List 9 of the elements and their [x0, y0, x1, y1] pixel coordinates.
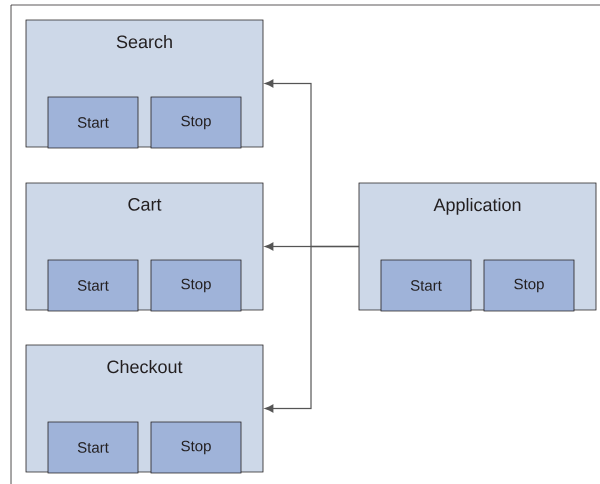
process-button: Stop	[150, 422, 242, 474]
process-button: Start	[48, 96, 138, 148]
process-button: Start	[380, 260, 472, 312]
process-button: Start	[48, 422, 138, 474]
process-button: Start	[48, 260, 138, 312]
arrow	[264, 246, 359, 412]
process-button: Stop	[150, 96, 242, 148]
process-button: Stop	[150, 260, 242, 312]
process-button: Stop	[484, 260, 574, 312]
